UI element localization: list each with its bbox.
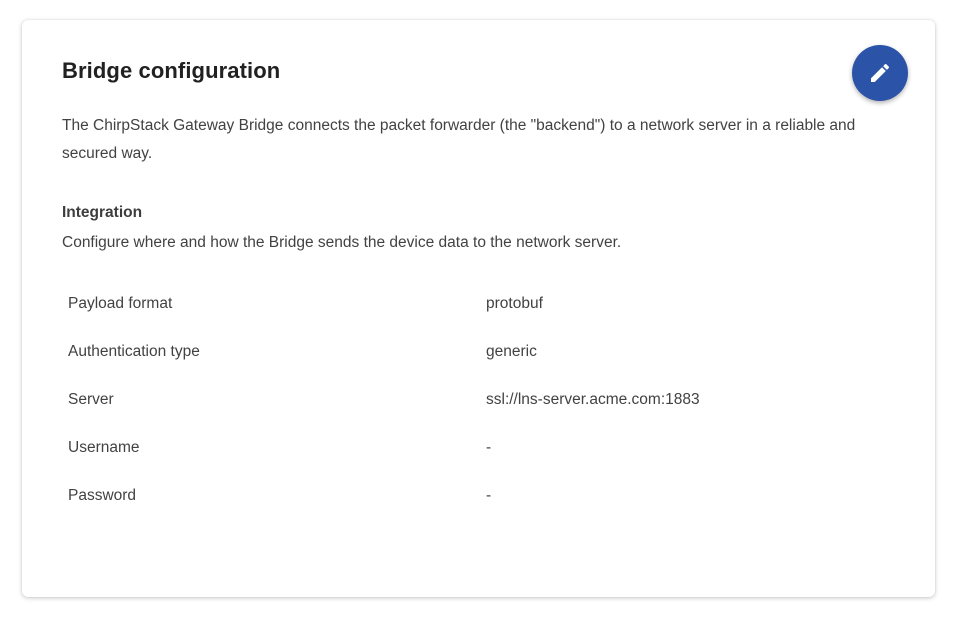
integration-heading: Integration (62, 204, 143, 221)
row-label: Password (68, 487, 137, 504)
integration-subheading: Configure where and how the Bridge sends… (62, 234, 622, 251)
row-label: Payload format (68, 295, 173, 312)
edit-button[interactable] (852, 45, 908, 101)
row-value: protobuf (486, 295, 543, 312)
table-row: Password - (62, 472, 895, 520)
row-value: - (486, 439, 492, 456)
row-value: - (486, 487, 492, 504)
row-value: generic (486, 343, 537, 360)
row-label: Username (68, 439, 140, 456)
row-value: ssl://lns-server.acme.com:1883 (486, 391, 700, 408)
integration-section: Integration Configure where and how the … (62, 198, 895, 258)
row-label: Server (68, 391, 114, 408)
page-title: Bridge configuration (62, 58, 281, 83)
table-row: Authentication type generic (62, 328, 895, 376)
table-row: Payload format protobuf (62, 280, 895, 328)
bridge-configuration-card: Bridge configuration The ChirpStack Gate… (22, 20, 935, 597)
table-row: Username - (62, 424, 895, 472)
bridge-settings-table: Payload format protobuf Authentication t… (62, 280, 895, 520)
pencil-icon (868, 61, 892, 85)
table-row: Server ssl://lns-server.acme.com:1883 (62, 376, 895, 424)
row-label: Authentication type (68, 343, 200, 360)
card-description: The ChirpStack Gateway Bridge connects t… (62, 117, 856, 162)
